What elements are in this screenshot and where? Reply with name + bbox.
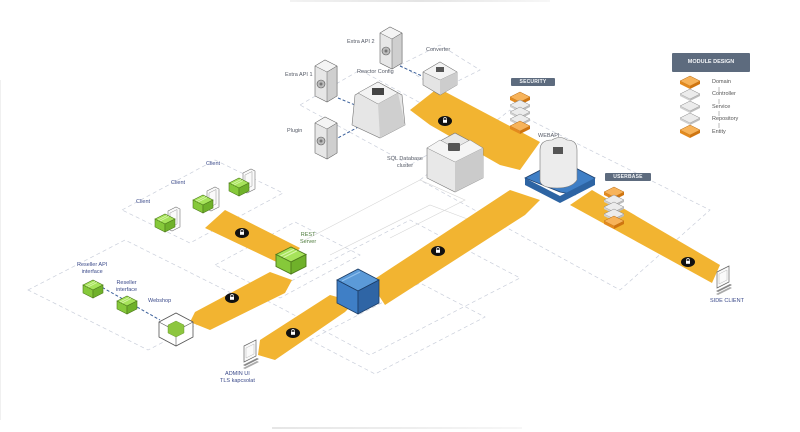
zone-outlines <box>27 44 711 375</box>
zone-rest <box>214 221 361 299</box>
legend-icons <box>679 75 720 138</box>
label-sql-line2: cluster <box>396 162 414 169</box>
lock-icon <box>437 115 453 127</box>
module-design-legend: MODULE DESIGN Domain Controller Service … <box>672 53 750 135</box>
cloud-server-icon <box>524 137 596 203</box>
label-webshop: Webshop <box>148 298 172 304</box>
green-node-icon <box>82 279 104 299</box>
label-admin-line2: TLS kapcsolat <box>220 377 255 384</box>
zone-reseller <box>27 239 246 351</box>
top-divider <box>290 0 550 2</box>
module-stack-icon <box>509 91 531 135</box>
label-rest-line1: REST <box>300 232 316 238</box>
desktop-monitor-icon <box>242 339 260 370</box>
lock-icon <box>285 327 301 339</box>
label-side-client: SIDE CLIENT <box>710 298 744 304</box>
lock-icon <box>680 256 696 268</box>
left-divider <box>0 80 1 420</box>
path-clients-rest <box>205 210 300 266</box>
label-reseller-api-line1: Reseller API <box>77 262 108 268</box>
sql-links <box>304 179 471 256</box>
legend-item-domain: Domain <box>712 79 731 85</box>
server-tower-icon <box>314 116 338 160</box>
label-extra-api-2: Extra API 2 <box>347 39 375 45</box>
label-rest-server: REST Server <box>300 232 316 246</box>
path-rest-webshop <box>190 272 292 330</box>
legend-item-repository: Repository <box>712 116 739 122</box>
database-box-icon <box>426 132 484 193</box>
security-badge: SECURITY <box>511 78 555 86</box>
lock-icon <box>224 292 240 304</box>
bottom-divider <box>272 427 522 429</box>
secure-paths <box>190 88 720 360</box>
reactor-node-icon <box>351 81 406 139</box>
webshop-cube-icon <box>158 312 194 347</box>
blue-cube-icon <box>336 268 380 315</box>
label-reseller-api-line2: interface <box>81 268 103 275</box>
zone-converter <box>399 44 481 91</box>
label-reseller-api: Reseller API interface <box>77 262 107 276</box>
label-admin-ui: ADMIN UI TLS kapcsolat <box>220 371 255 385</box>
label-extra-api-1: Extra API 1 <box>285 72 313 78</box>
label-webapi: WEBAPI <box>538 133 560 139</box>
legend-item-service: Service <box>712 104 731 110</box>
label-reactor-config: Reactor Config <box>357 69 394 75</box>
label-rest-line2: Server <box>300 238 317 245</box>
desktop-monitor-icon <box>715 265 733 296</box>
path-hub-webapi <box>370 190 540 305</box>
label-reseller-line2: interface <box>116 286 138 293</box>
path-reactor-webapi <box>410 88 540 170</box>
label-converter: Converter <box>426 47 451 53</box>
server-tower-icon <box>314 59 338 103</box>
legend-title: MODULE DESIGN <box>672 53 750 72</box>
label-sql-database: SQL Database cluster <box>387 156 423 170</box>
label-reseller: Reseller interface <box>116 280 137 294</box>
path-hub-admin <box>258 295 355 360</box>
green-node-icon <box>116 295 138 315</box>
server-tower-icon <box>379 26 403 70</box>
userbase-badge: USERBASE <box>605 173 651 181</box>
label-client-3: Client <box>206 161 221 167</box>
zone-webapi <box>419 109 711 291</box>
label-sql-line1: SQL Database <box>387 156 423 162</box>
label-plugin: Plugin <box>287 128 303 134</box>
zone-hub-lower <box>309 282 486 375</box>
legend-item-entity: Entity <box>712 129 726 135</box>
label-client-1: Client <box>136 199 151 205</box>
lock-icon <box>234 227 250 239</box>
zone-hub <box>259 219 521 356</box>
module-stack-icon <box>603 186 625 230</box>
legend-item-controller: Controller <box>712 91 736 97</box>
label-admin-line1: ADMIN UI <box>225 371 250 377</box>
label-reseller-line1: Reseller <box>116 280 137 286</box>
label-client-2: Client <box>171 180 186 186</box>
lock-icon <box>430 245 446 257</box>
zone-clients <box>121 159 284 244</box>
cube-node-icon <box>422 61 458 96</box>
